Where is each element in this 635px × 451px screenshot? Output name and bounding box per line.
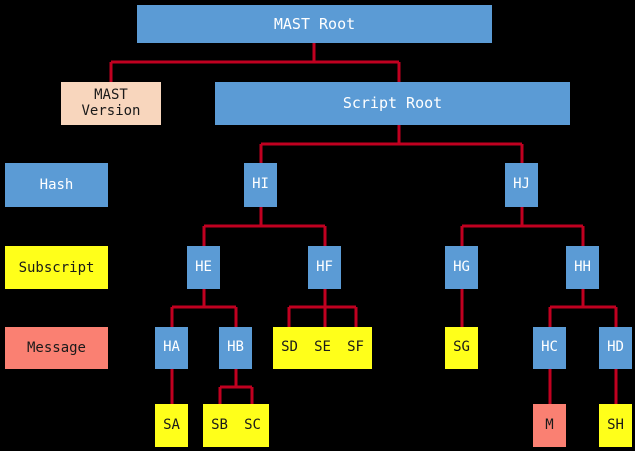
node-hj[interactable]: HJ — [505, 163, 538, 207]
edge-HH-to-HC — [548, 289, 585, 327]
node-hb[interactable]: HB — [219, 327, 252, 369]
edge-HB-to-SB — [218, 369, 238, 404]
legend-message: Message — [5, 327, 108, 369]
node-sd[interactable]: SD — [273, 327, 306, 369]
edge-HI-to-HE — [202, 207, 263, 246]
edge-HE-to-HB — [202, 289, 238, 327]
node-script-root[interactable]: Script Root — [215, 82, 570, 125]
node-hg[interactable]: HG — [445, 246, 478, 289]
edge-HJ-to-HH — [520, 207, 585, 246]
edge-mast-root-to-script-root — [312, 43, 401, 82]
node-hd[interactable]: HD — [599, 327, 632, 369]
legend-hash: Hash — [5, 163, 108, 207]
node-he[interactable]: HE — [187, 246, 220, 289]
node-sh[interactable]: SH — [599, 404, 632, 447]
node-se[interactable]: SE — [306, 327, 339, 369]
node-sa[interactable]: SA — [155, 404, 188, 447]
edge-HH-to-HD — [581, 289, 618, 327]
node-hh[interactable]: HH — [566, 246, 599, 289]
node-sf[interactable]: SF — [339, 327, 372, 369]
node-mast-root[interactable]: MAST Root — [137, 5, 492, 43]
edge-HF-to-SD — [287, 289, 327, 327]
edge-script-root-to-HJ — [397, 125, 524, 163]
node-sb[interactable]: SB — [203, 404, 236, 447]
node-sg[interactable]: SG — [445, 327, 478, 369]
edge-mast-root-to-mast-version — [109, 43, 316, 82]
node-hf[interactable]: HF — [308, 246, 341, 289]
edge-HF-to-SF — [323, 289, 358, 327]
legend-subscript: Subscript — [5, 246, 108, 289]
edge-HE-to-HA — [170, 289, 206, 327]
node-m[interactable]: M — [533, 404, 566, 447]
edge-HB-to-SC — [234, 369, 254, 404]
node-hi[interactable]: HI — [244, 163, 277, 207]
node-sc[interactable]: SC — [236, 404, 269, 447]
node-mast-version[interactable]: MAST Version — [61, 82, 161, 125]
node-ha[interactable]: HA — [155, 327, 188, 369]
edge-script-root-to-HI — [259, 125, 401, 163]
edge-HJ-to-HG — [460, 207, 524, 246]
node-hc[interactable]: HC — [533, 327, 566, 369]
edge-HI-to-HF — [259, 207, 327, 246]
